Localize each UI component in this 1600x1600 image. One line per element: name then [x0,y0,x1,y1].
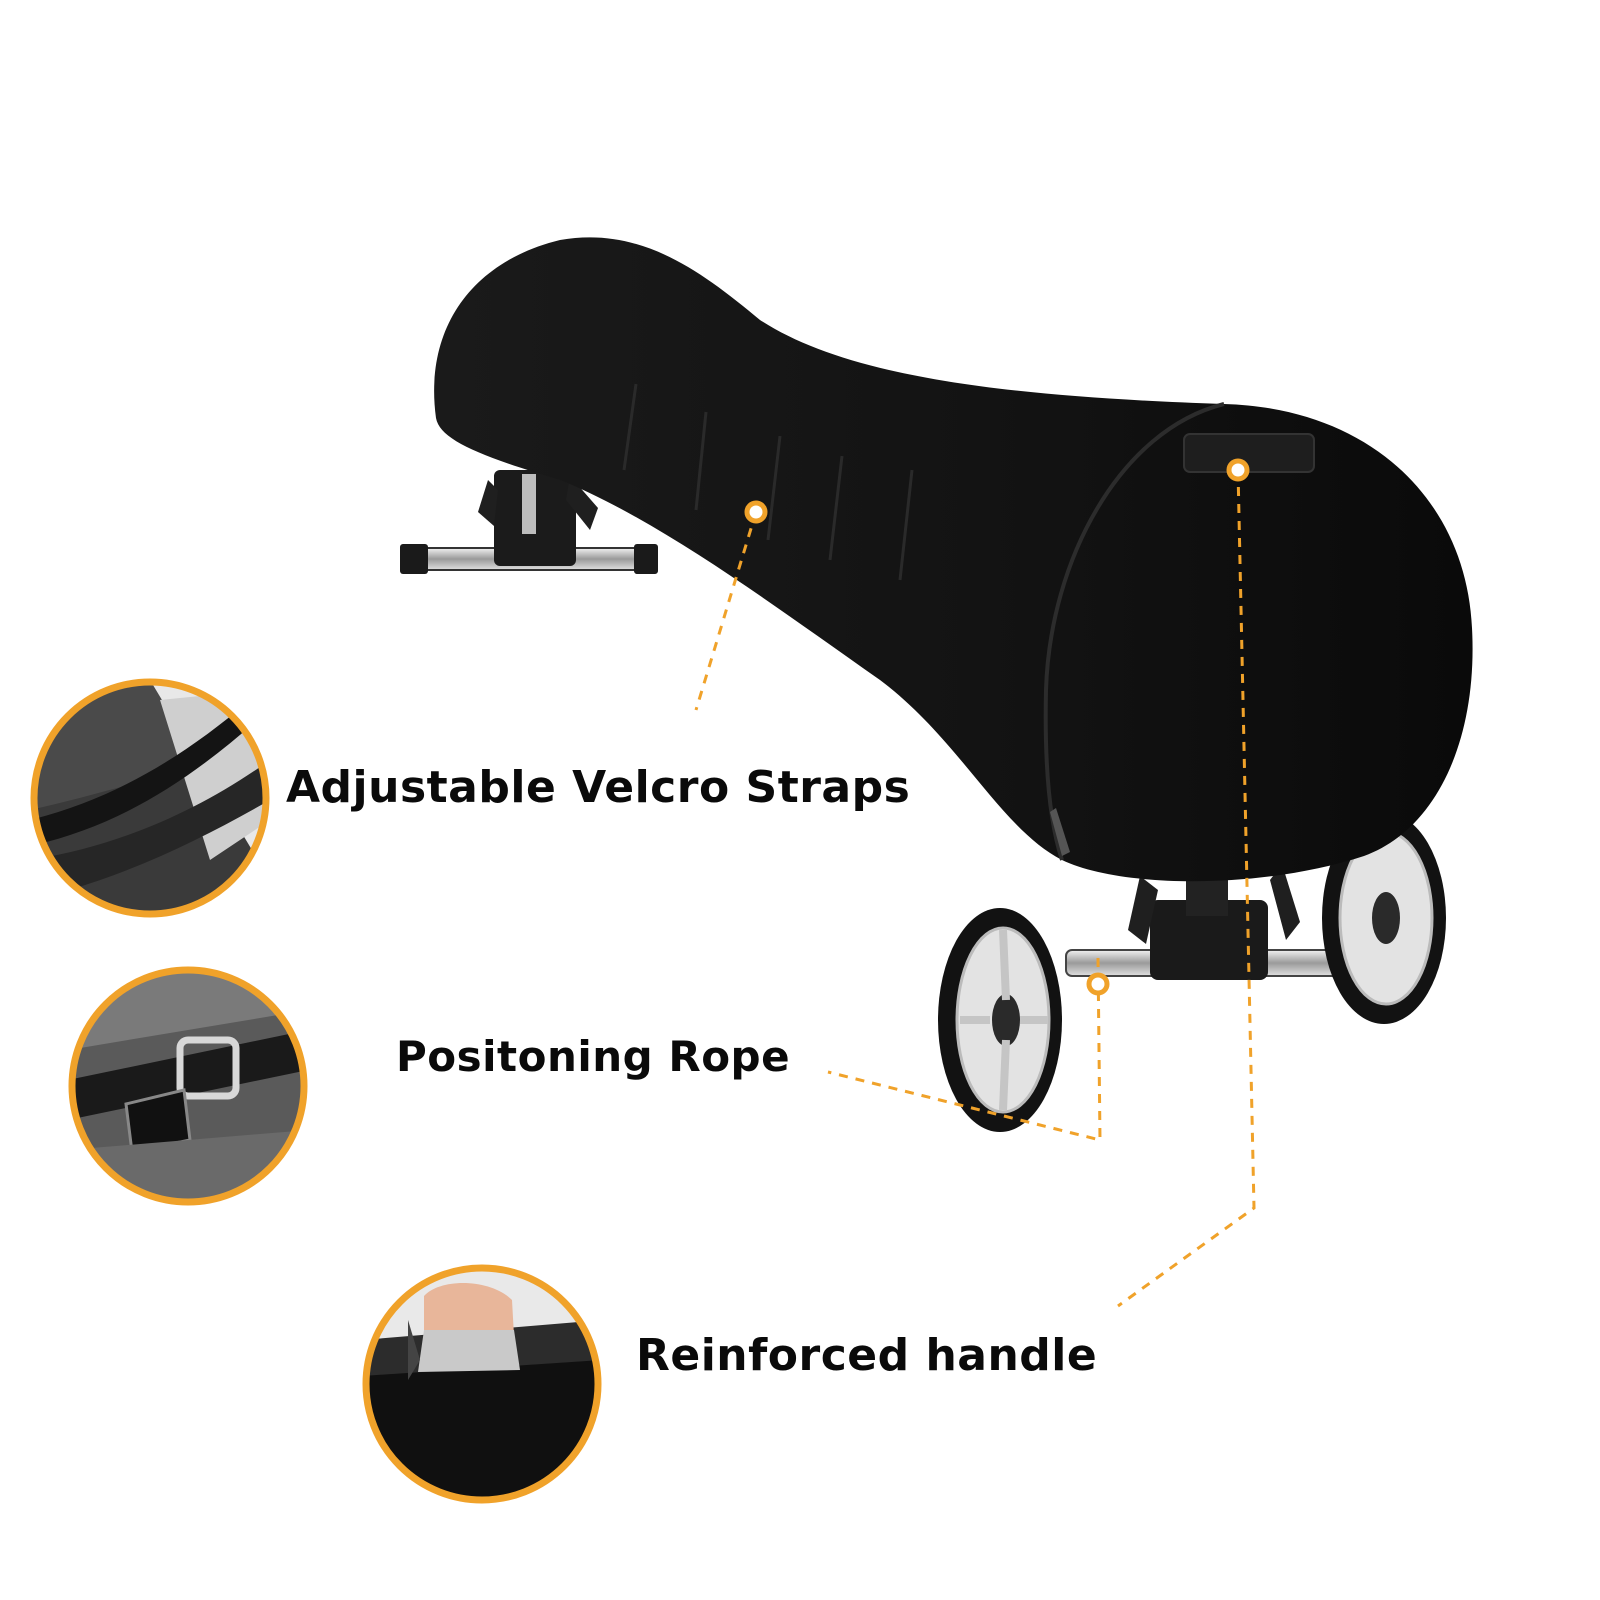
velcro-straps-label: Adjustable Velcro Straps [286,762,911,813]
velcro-strap-photo [30,678,270,918]
buckle-strap-photo [68,966,308,1206]
rear-wheels [938,812,1446,1132]
callout-lines [694,469,1256,1308]
reinforced-handle-label: Reinforced handle [636,1330,1098,1381]
hand-holding-handle-photo [362,1264,602,1504]
front-bar [400,470,658,574]
cover-body [434,237,1473,882]
positioning-rope-label: Positoning Rope [396,1032,791,1081]
callout-dots [744,458,1250,996]
cover-handle-strap [1183,433,1315,473]
